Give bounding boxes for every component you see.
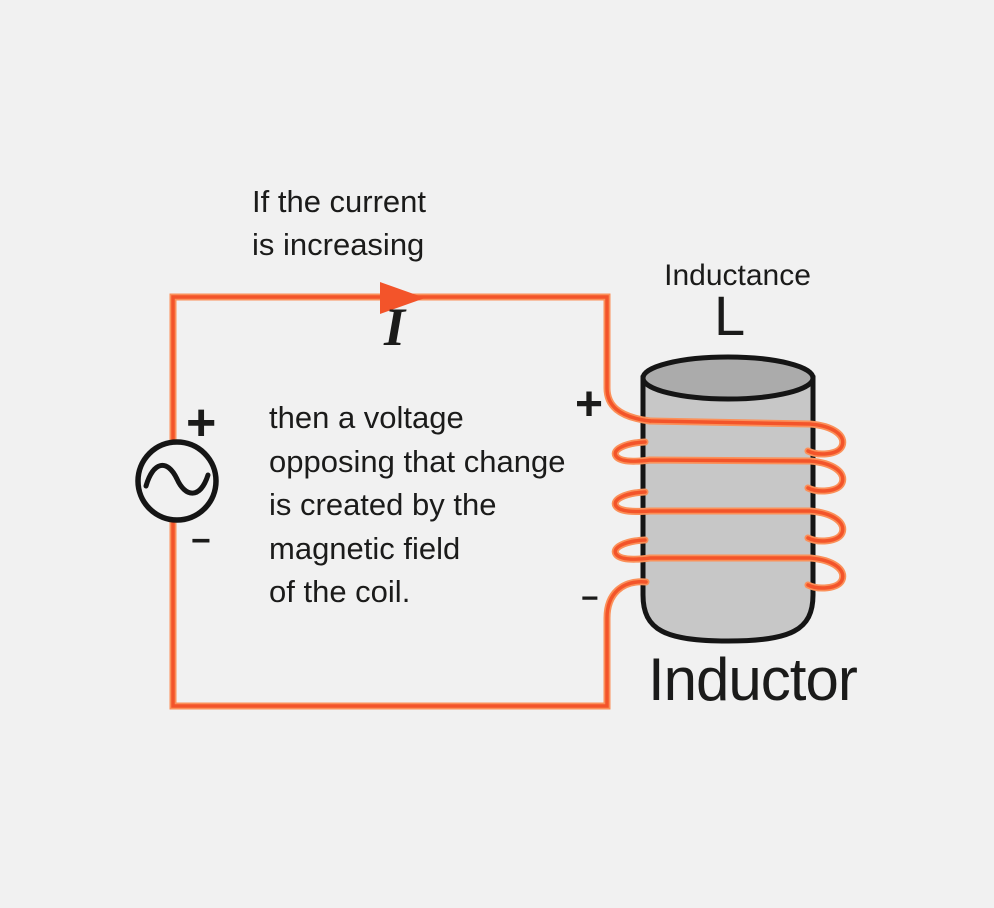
sine-wave-icon xyxy=(143,463,211,496)
condition-caption: If the current is increasing xyxy=(252,184,427,262)
inductor-core xyxy=(640,354,816,644)
source-plus-sign: + xyxy=(186,394,217,452)
inductor-plus-sign: + xyxy=(575,378,604,431)
inductor-caption: Inductor xyxy=(648,646,858,713)
ac-source-symbol xyxy=(135,439,219,523)
inductor-minus-sign: − xyxy=(581,582,599,615)
explanation-caption: then a voltage opposing that change is c… xyxy=(269,400,566,610)
inductance-title: Inductance xyxy=(664,259,811,292)
inductance-symbol-label: L xyxy=(714,284,746,347)
current-direction-arrow-icon xyxy=(380,282,425,314)
inductor-core-top xyxy=(640,354,816,402)
source-minus-sign: − xyxy=(191,522,211,560)
current-symbol-label: I xyxy=(384,297,406,357)
